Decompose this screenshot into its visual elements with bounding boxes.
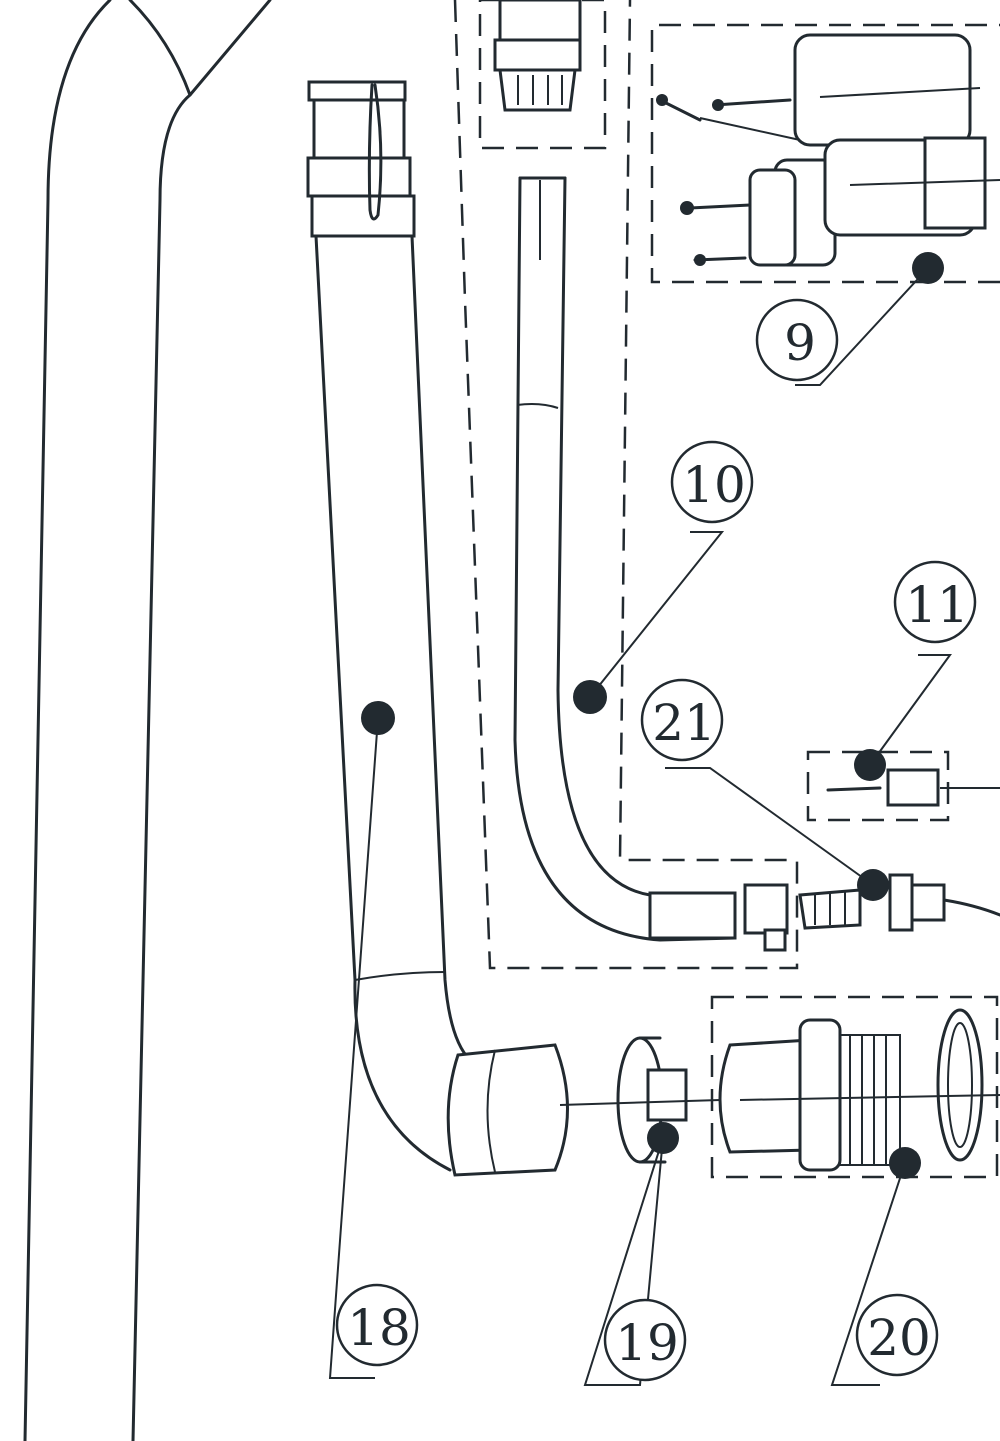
- callout-9: 9: [755, 298, 839, 382]
- callout-label: 20: [867, 1309, 931, 1367]
- tube-part-10: [513, 176, 1000, 952]
- callout-19: 19: [603, 1298, 687, 1382]
- callout-label: 19: [615, 1314, 679, 1372]
- callout-label: 21: [652, 694, 716, 752]
- clamp-part-19: [559, 1036, 721, 1164]
- callout-10: 10: [670, 440, 754, 524]
- callout-11: 11: [893, 560, 977, 644]
- callout-20: 20: [855, 1293, 939, 1377]
- callout-18: 18: [335, 1283, 419, 1367]
- valve-part-9: [650, 23, 1000, 284]
- callout-label: 18: [347, 1299, 411, 1357]
- large-bent-pipe: [23, 0, 272, 1441]
- callout-label: 10: [682, 456, 746, 514]
- assembly-boundary: [453, 0, 799, 970]
- fitting-part-20: [710, 995, 1000, 1179]
- nozzle: [493, 0, 582, 112]
- hose-part-18: [306, 80, 569, 1177]
- callout-21: 21: [640, 678, 724, 762]
- callout-label: 9: [784, 314, 816, 372]
- leader-lines: [328, 252, 952, 1386]
- callout-label: 11: [905, 576, 969, 634]
- screw-part-11: [806, 750, 1000, 822]
